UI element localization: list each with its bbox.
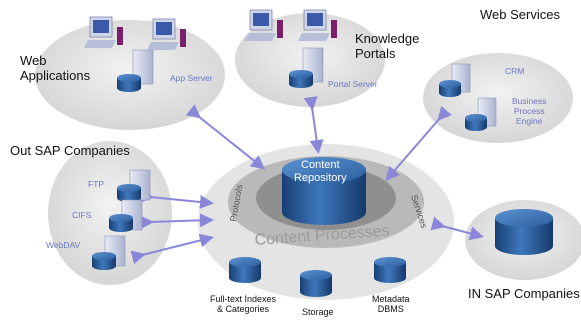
- workstation-icon: [84, 16, 123, 48]
- repository-cylinder: [282, 157, 366, 225]
- crm-label: CRM: [505, 66, 525, 76]
- app-server-icon: [117, 49, 154, 92]
- arrow-webdav: [130, 233, 214, 265]
- connection-arrows: [130, 96, 484, 265]
- ftp-label: FTP: [88, 179, 105, 189]
- arrow-portals: [303, 96, 324, 154]
- knowledge-portals-title: Knowledge Portals: [355, 31, 420, 61]
- cifs-server-icon: [109, 199, 143, 232]
- index-cylinder: [229, 257, 261, 283]
- workstation-icon-2: [147, 18, 186, 50]
- crm-server-icon: [439, 63, 471, 97]
- storage-label: Storage: [302, 307, 334, 317]
- arrow-cifs: [139, 213, 214, 230]
- portal-server-label: Portal Server: [328, 79, 378, 89]
- workstation-icon-3: [244, 9, 283, 41]
- metadata-dbms-label: Metadata DBMS: [372, 294, 410, 315]
- bpe-server-icon: [465, 97, 497, 131]
- webdav-server-icon: [92, 235, 126, 270]
- in-sap-cylinder: [495, 209, 553, 255]
- arrow-in-sap: [430, 216, 484, 241]
- fulltext-indexes-label: Full-text Indexes & Categories: [210, 294, 277, 315]
- arrow-ftp: [139, 189, 214, 209]
- web-services-platform: [423, 53, 573, 143]
- in-sap-title: IN SAP Companies: [468, 286, 580, 301]
- portal-server-icon: [289, 47, 324, 88]
- cifs-label: CIFS: [72, 210, 92, 220]
- workstation-icon-4: [298, 9, 337, 41]
- web-applications-title: Web Applications: [20, 53, 91, 83]
- ftp-server-icon: [117, 169, 151, 202]
- metadata-cylinder: [374, 257, 406, 283]
- business-process-engine-label: Business Process Engine: [512, 96, 547, 126]
- out-sap-title: Out SAP Companies: [10, 143, 130, 158]
- arrow-web-services: [385, 105, 452, 182]
- content-repository-label: Content Repository: [294, 159, 347, 184]
- webdav-label: WebDAV: [46, 240, 81, 250]
- storage-cylinder: [300, 270, 332, 297]
- arrow-web-apps: [185, 104, 266, 170]
- web-services-title: Web Services: [480, 7, 560, 22]
- app-server-label: App Server: [170, 73, 213, 83]
